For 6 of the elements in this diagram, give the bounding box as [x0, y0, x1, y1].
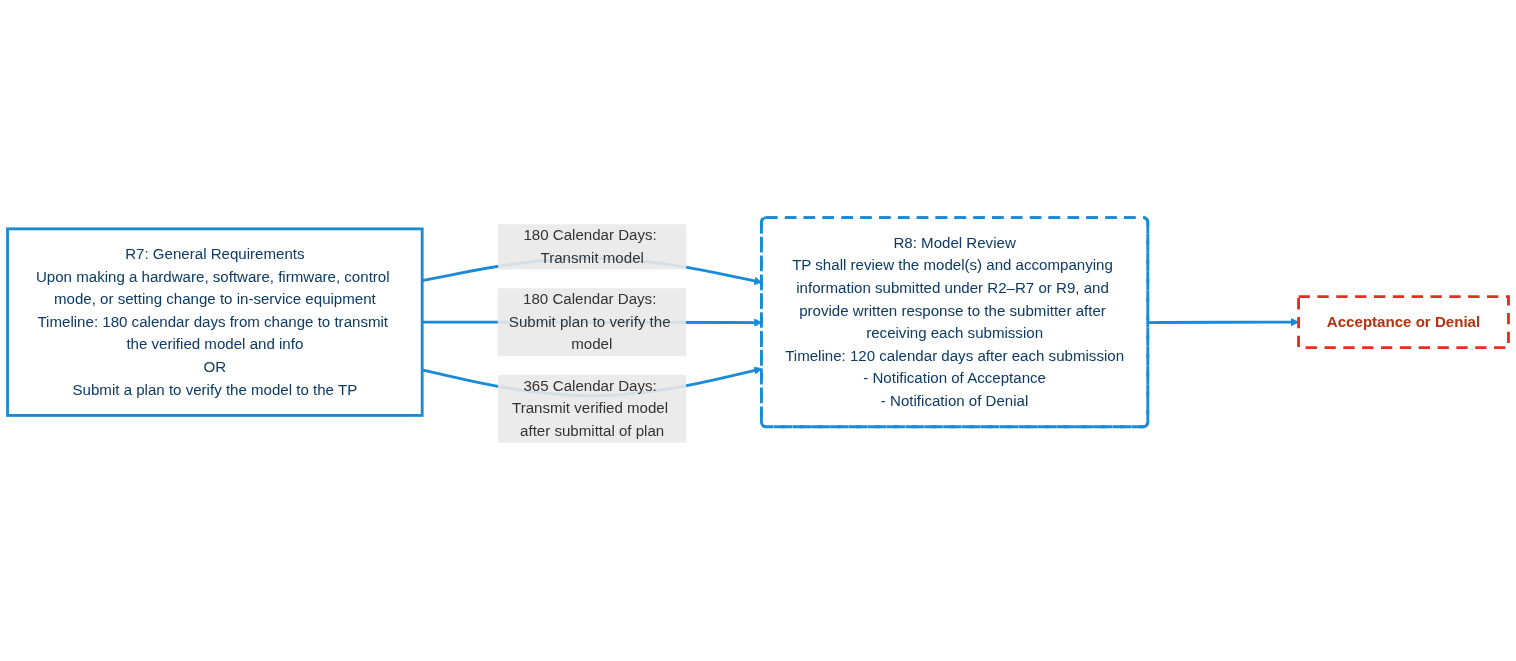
node-box: Acceptance or Denial: [1297, 295, 1510, 350]
edge-label: 180 Calendar Days: Submit plan to verify the model: [508, 291, 671, 353]
node-box: R7: General Requirements Upon making a hardware, software, firmware, control mode, or setting change to in-service equipment Timeline: 180 calendar days from change to transmit the verified model and info OR Submit a plan to verify the model to the TP: [6, 227, 424, 418]
edge-label: 180 Calendar Days: Transmit model: [523, 227, 657, 267]
edge-label: 365 Calendar Days: Transmit verified model after submittal of plan: [511, 378, 669, 440]
arrow: [1148, 318, 1299, 327]
